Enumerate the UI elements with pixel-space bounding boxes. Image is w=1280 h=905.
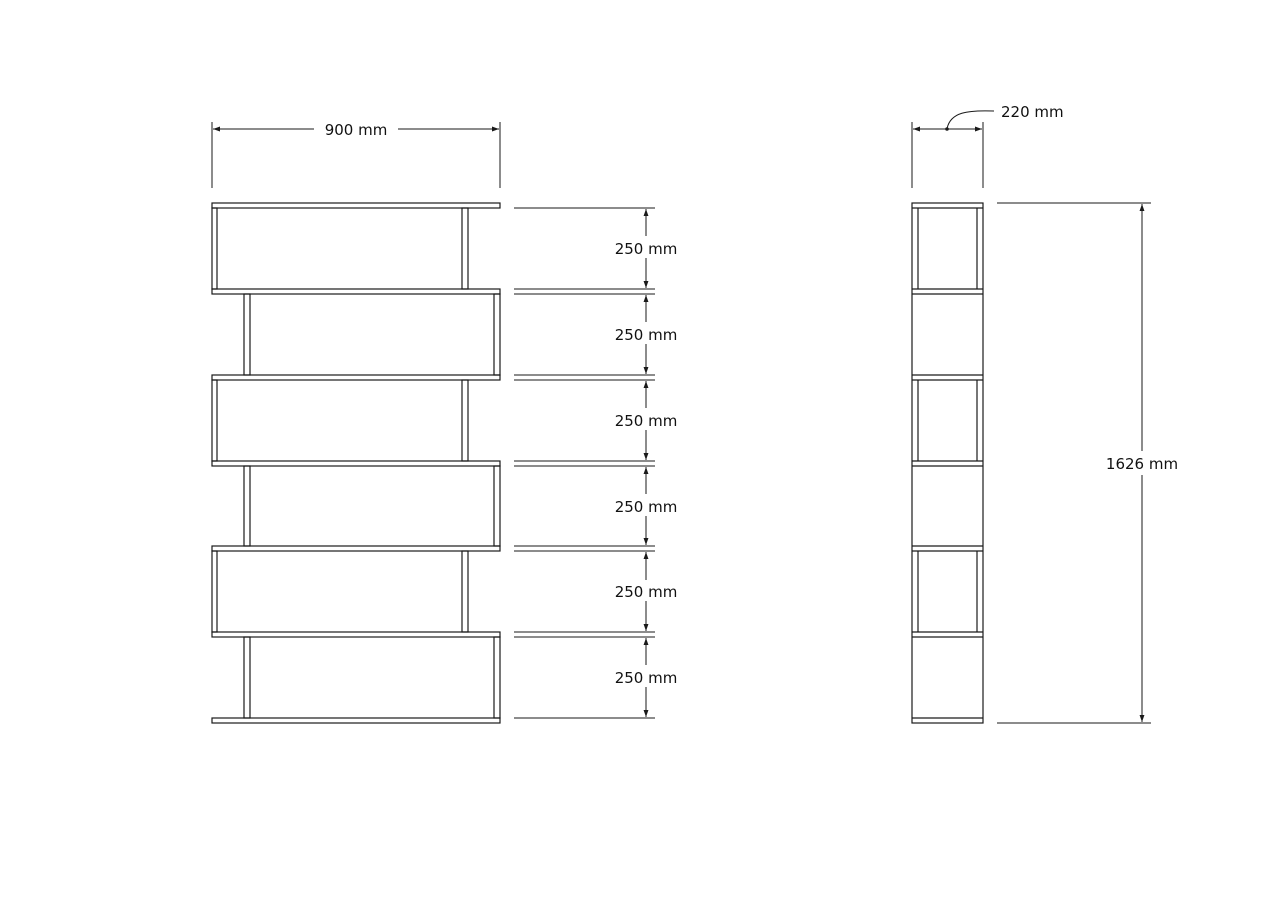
width-dimension: [211, 122, 501, 188]
front-shelf-7: [211, 717, 501, 724]
height-dimension: [997, 202, 1151, 724]
front-upright: [461, 379, 469, 462]
front-upright: [493, 293, 501, 376]
width-label: 900 mm: [325, 121, 388, 139]
front-upright: [243, 636, 251, 719]
front-upright: [461, 207, 469, 290]
shelf-spacing-label: 250 mm: [615, 498, 678, 516]
front-upright: [493, 465, 501, 547]
side-outline: [911, 202, 984, 724]
front-shelf-2: [211, 288, 501, 295]
front-upright: [243, 293, 251, 376]
shelf-spacing-label: 250 mm: [615, 240, 678, 258]
shelf-spacing-label: 250 mm: [615, 412, 678, 430]
depth-label: 220 mm: [1001, 103, 1064, 121]
front-upright: [211, 550, 218, 633]
front-view: [211, 202, 501, 724]
front-shelf-4: [211, 460, 501, 467]
front-upright: [211, 379, 218, 462]
leader-dot: [945, 127, 949, 131]
front-shelf-6: [211, 631, 501, 638]
height-label: 1626 mm: [1106, 455, 1178, 473]
front-upright: [493, 636, 501, 719]
front-upright: [243, 465, 251, 547]
front-upright: [211, 207, 218, 290]
shelf-spacing-label: 250 mm: [615, 583, 678, 601]
shelf-spacing-label: 250 mm: [615, 326, 678, 344]
side-view: [911, 202, 984, 724]
leader-line: [946, 110, 995, 130]
front-shelf-1: [211, 202, 501, 209]
front-shelf-3: [211, 374, 501, 381]
front-upright: [461, 550, 469, 633]
front-shelf-5: [211, 545, 501, 552]
depth-dimension: [911, 110, 995, 188]
shelf-spacing-dimensions: [514, 207, 655, 719]
shelf-spacing-label: 250 mm: [615, 669, 678, 687]
